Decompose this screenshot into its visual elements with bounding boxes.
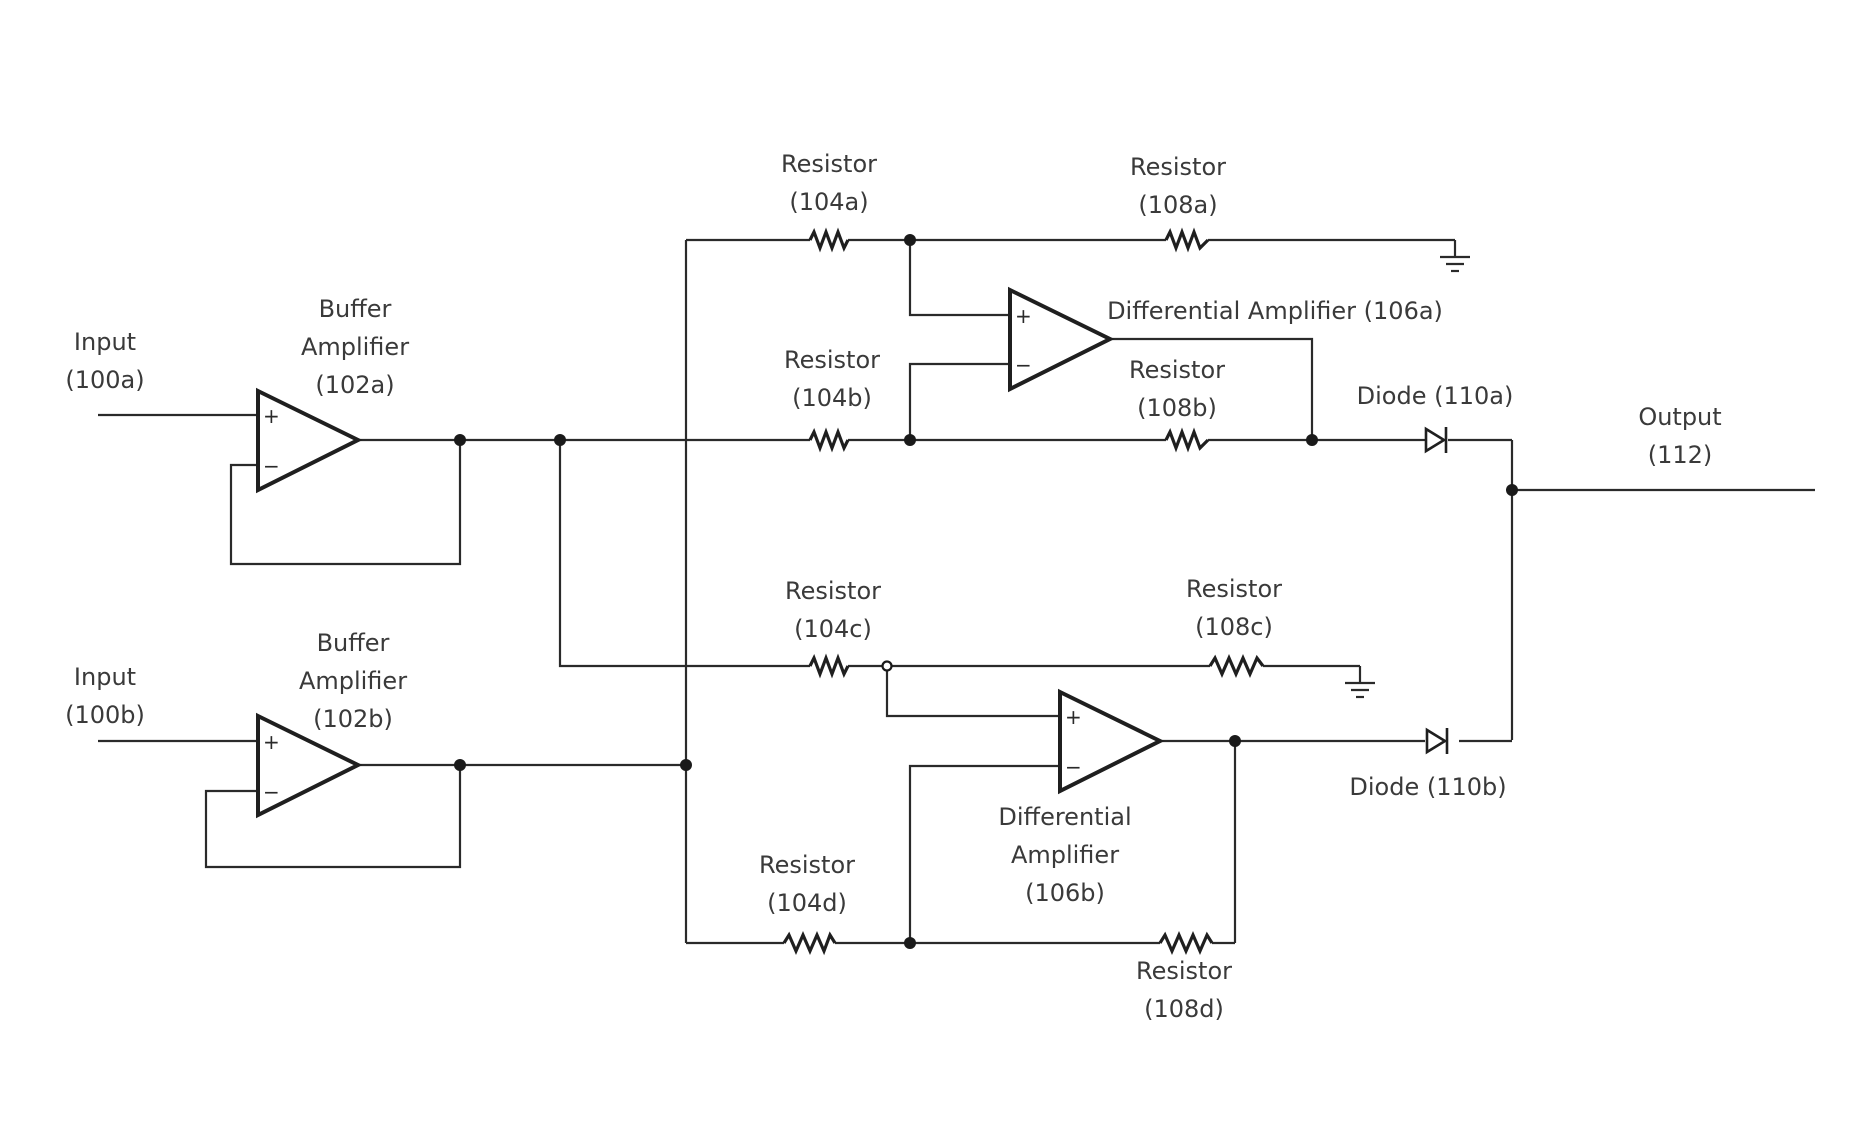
label-buffer-amplifier-102b: BufferAmplifier(102b) — [278, 624, 428, 738]
minus-sign: − — [1015, 353, 1032, 377]
label-resistor-108b: Resistor(108b) — [1117, 351, 1237, 427]
label-output-112: Output(112) — [1630, 398, 1730, 474]
buffer-amplifier-102a-symbol: + − — [258, 391, 358, 490]
resistor-104c-symbol — [810, 658, 848, 674]
label-diode-110a: Diode (110a) — [1350, 377, 1520, 415]
label-resistor-108a: Resistor(108a) — [1118, 148, 1238, 224]
resistor-104d-symbol — [784, 935, 835, 951]
ground-icon — [1345, 683, 1375, 697]
minus-sign: − — [263, 780, 280, 804]
plus-sign: + — [263, 404, 280, 428]
diode-110b-symbol — [1427, 728, 1447, 754]
resistor-108d-symbol — [1160, 935, 1212, 951]
label-resistor-104c: Resistor(104c) — [773, 572, 893, 648]
label-differential-amplifier-106b: DifferentialAmplifier(106b) — [990, 798, 1140, 912]
label-differential-amplifier-106a: Differential Amplifier (106a) — [1100, 292, 1450, 330]
resistor-108c-symbol — [1210, 658, 1263, 674]
label-resistor-104d: Resistor(104d) — [747, 846, 867, 922]
label-buffer-amplifier-102a: BufferAmplifier(102a) — [280, 290, 430, 404]
differential-amplifier-106a-symbol: + − — [1010, 290, 1110, 389]
plus-sign: + — [1065, 705, 1082, 729]
minus-sign: − — [1065, 755, 1082, 779]
resistor-104a-symbol — [810, 232, 848, 248]
label-resistor-108d: Resistor(108d) — [1124, 952, 1244, 1028]
label-resistor-104a: Resistor(104a) — [769, 145, 889, 221]
junction-dots — [454, 234, 1518, 949]
label-input-100a: Input(100a) — [55, 323, 155, 399]
resistor-108b-symbol — [1166, 432, 1208, 448]
ground-icon — [1440, 257, 1470, 271]
label-input-100b: Input(100b) — [55, 658, 155, 734]
label-resistor-108c: Resistor(108c) — [1174, 570, 1294, 646]
label-resistor-104b: Resistor(104b) — [772, 341, 892, 417]
resistor-108a-symbol — [1166, 232, 1208, 248]
differential-amplifier-106b-symbol: + − — [1060, 692, 1160, 791]
diode-110a-symbol — [1420, 427, 1446, 453]
plus-sign: + — [1015, 304, 1032, 328]
label-diode-110b: Diode (110b) — [1343, 768, 1513, 806]
minus-sign: − — [263, 454, 280, 478]
resistor-104b-symbol — [810, 432, 848, 448]
